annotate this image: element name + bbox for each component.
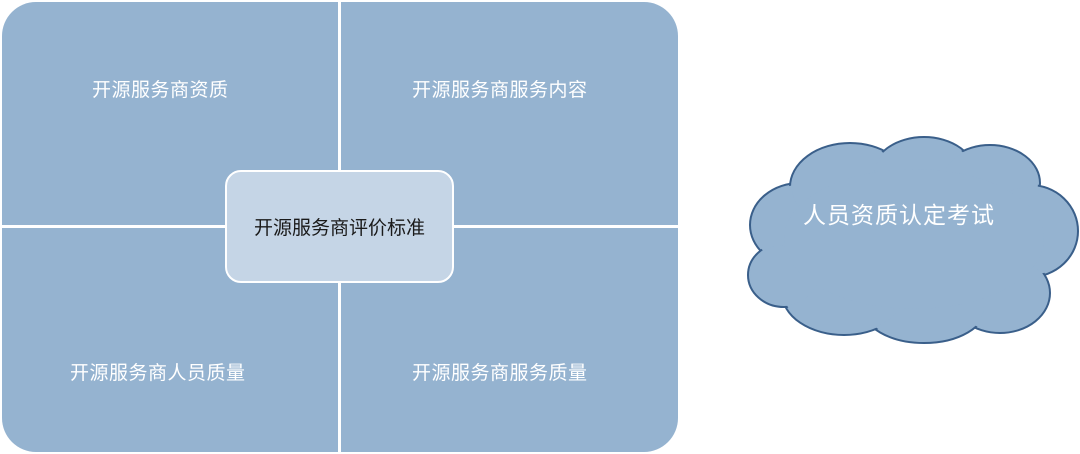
center-criteria-box: 开源服务商评价标准 xyxy=(225,170,454,283)
center-criteria-label: 开源服务商评价标准 xyxy=(253,217,425,239)
cloud-icon xyxy=(747,136,1079,344)
quadrant-service-quality-label: 开源服务商服务质量 xyxy=(412,362,588,384)
quadrant-qualification: 开源服务商资质 xyxy=(2,2,338,225)
quadrant-qualification-label: 开源服务商资质 xyxy=(92,79,229,101)
cloud-label: 人员资质认定考试 xyxy=(803,203,995,229)
quadrant-service-content-label: 开源服务商服务内容 xyxy=(412,79,588,101)
cloud-shape xyxy=(747,136,1079,344)
quadrant-staff-quality-label: 开源服务商人员质量 xyxy=(70,362,246,384)
quadrant-service-quality: 开源服务商服务质量 xyxy=(341,228,678,452)
